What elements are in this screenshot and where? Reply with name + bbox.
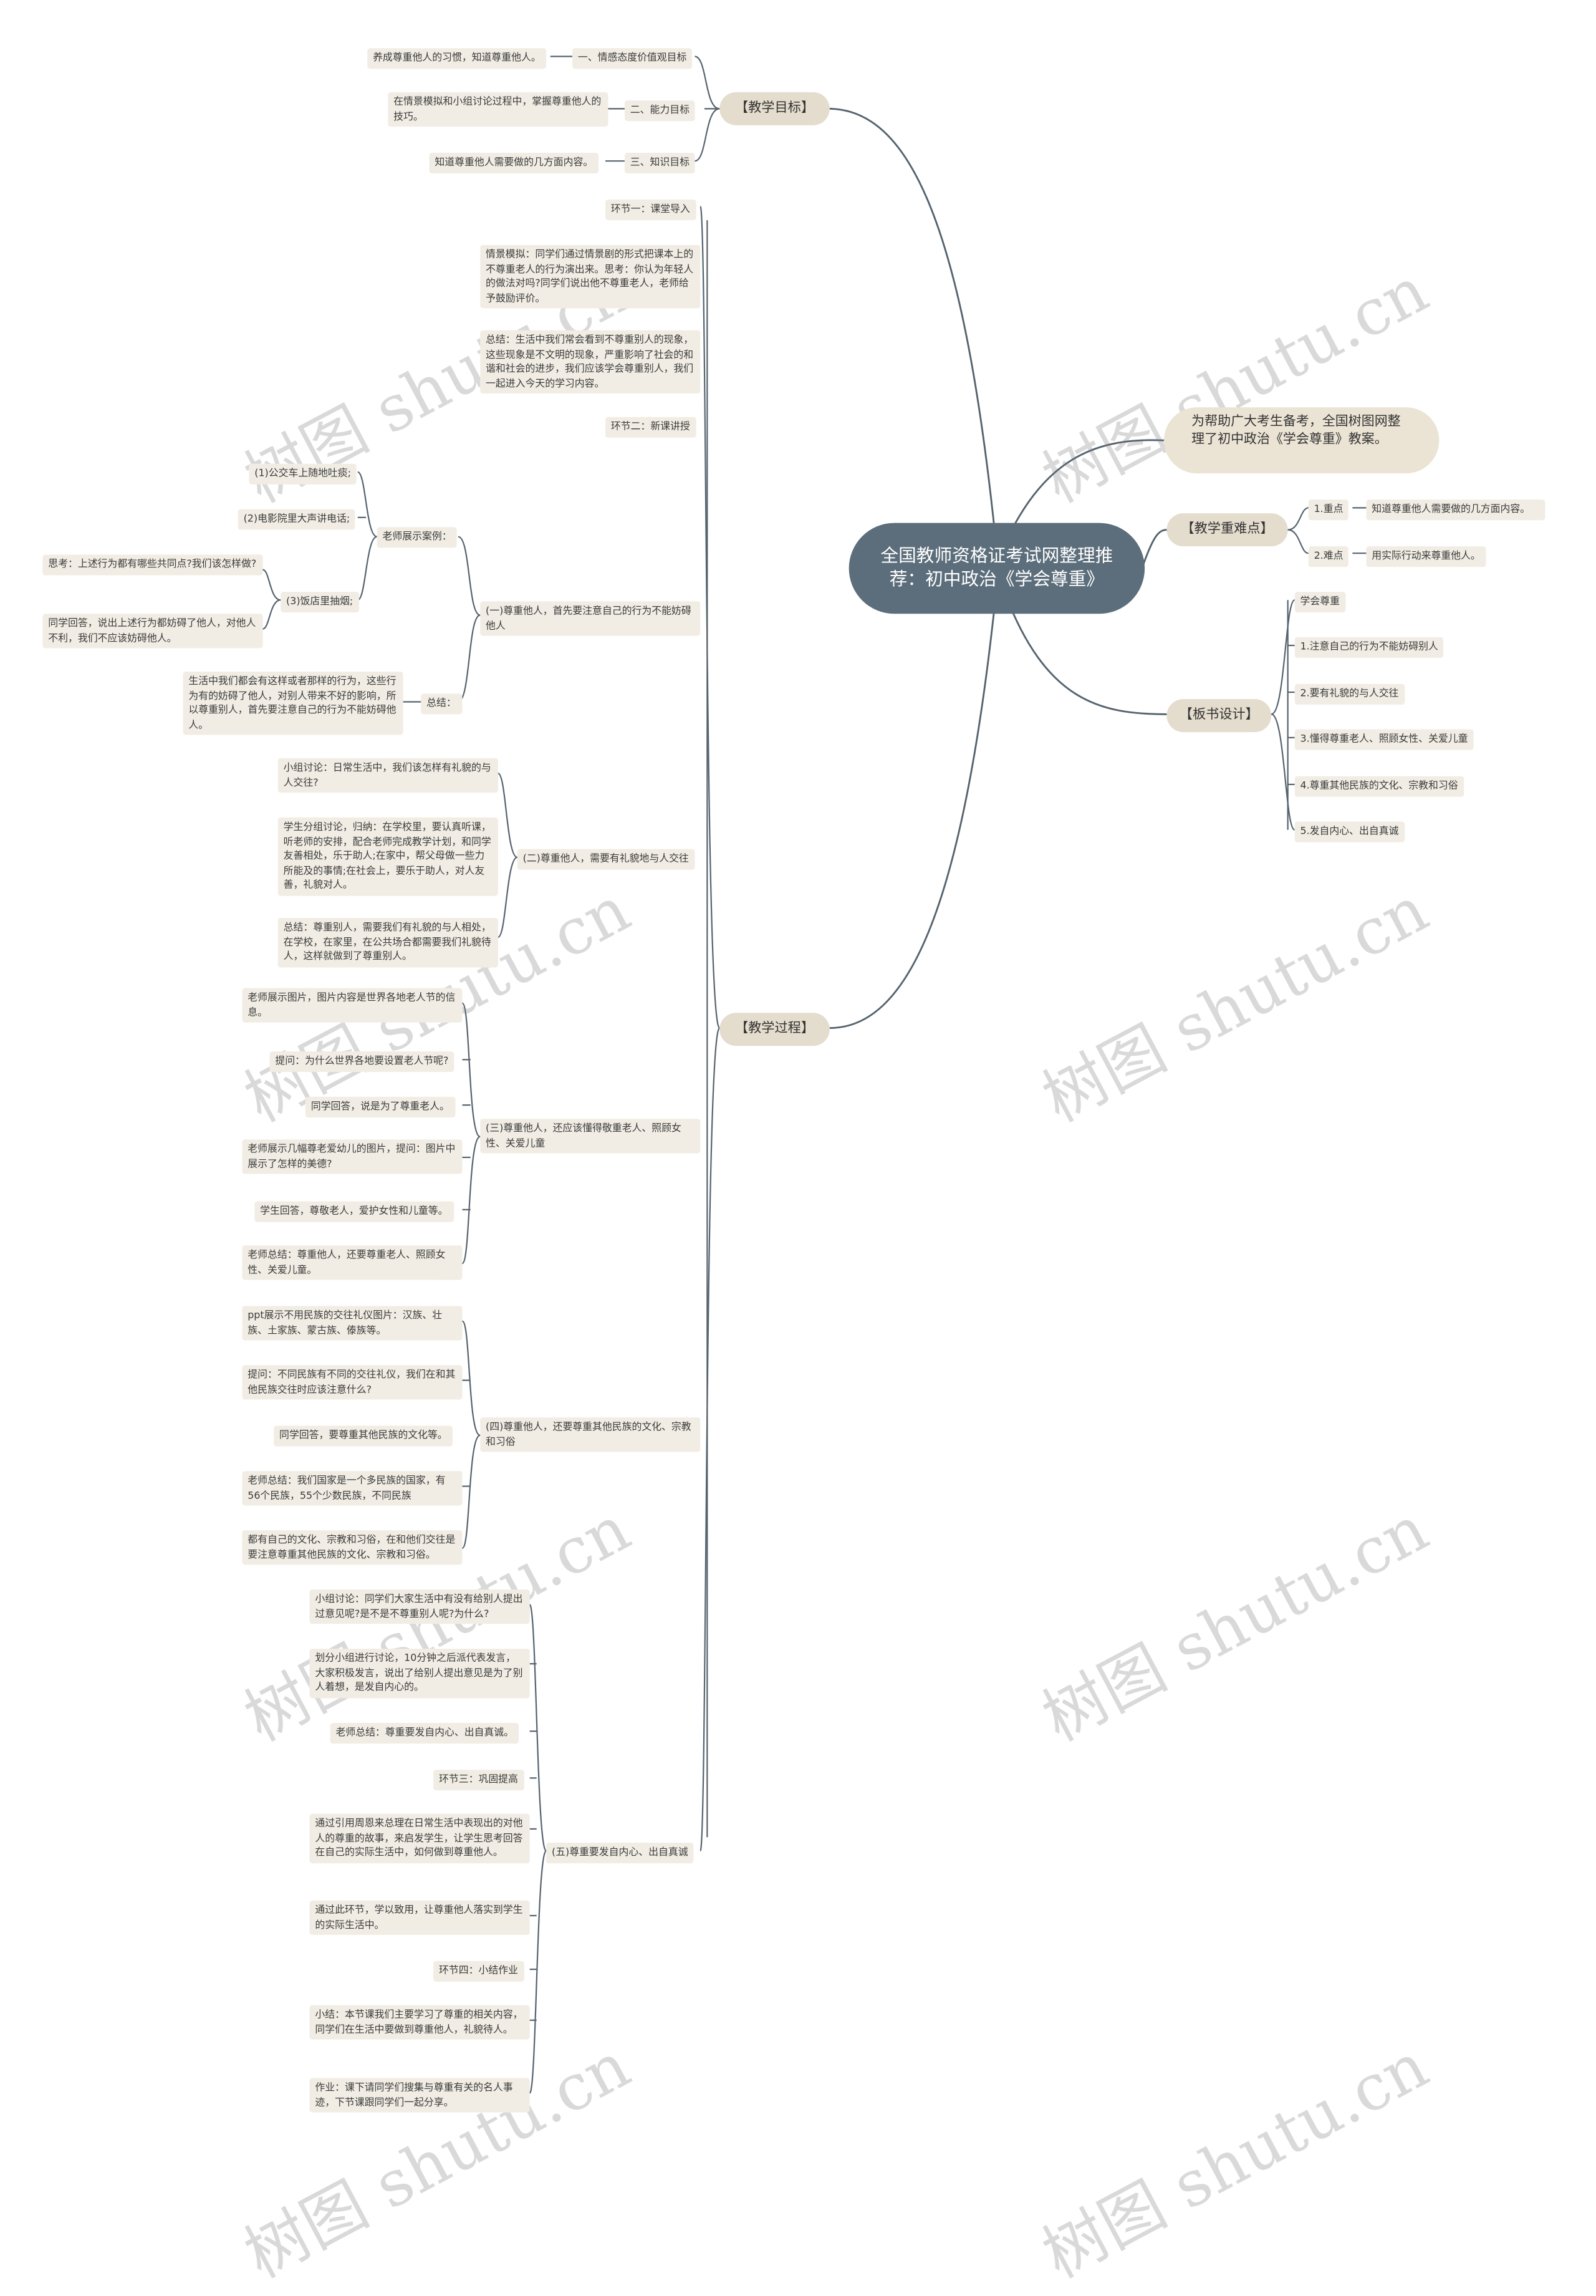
branch-keypoints[interactable]: 【教学重难点】 [1166,513,1288,547]
intro-node[interactable]: 为帮助广大考生备考，全国树图网整理了初中政治《学会尊重》教案。 [1164,407,1440,474]
connector [529,1604,547,1852]
connector [458,614,481,703]
sec5-item[interactable]: 作业：课下请同学们搜集与尊重有关的名人事迹，下节课跟同学们一起分享。 [309,2078,530,2113]
sec5-item[interactable]: 划分小组进行讨论，10分钟之后派代表发言，大家积极发言，说出了给别人提出意见是为… [309,1648,530,1698]
connector [1287,529,1309,554]
section-1[interactable]: (一)尊重他人，首先要注意自己的行为不能妨碍他人 [480,601,701,636]
root-node[interactable]: 全国教师资格证考试网整理推荐：初中政治《学会尊重》 [848,523,1145,614]
step-4[interactable]: 环节四：小结作业 [433,1961,524,1981]
keypoint-label-1[interactable]: 1.重点 [1308,499,1349,520]
sec3-item[interactable]: 老师展示图片，图片内容是世界各地老人节的信息。 [242,988,463,1023]
keypoint-label-2[interactable]: 2.难点 [1308,546,1349,567]
goal-text-2[interactable]: 在情景模拟和小组讨论过程中，掌握尊重他人的技巧。 [388,92,608,127]
connector [829,591,998,1029]
connector [1271,713,1296,831]
sec5-item[interactable]: 小组讨论：同学们大家生活中有没有给别人提出过意见呢?是不是不尊重别人呢?为什么? [309,1589,530,1624]
board-item[interactable]: 1.注意自己的行为不能妨碍别人 [1294,637,1444,657]
keypoint-text-2[interactable]: 用实际行动来尊重他人。 [1366,546,1486,567]
root-title: 全国教师资格证考试网整理推荐：初中政治《学会尊重》 [880,546,1113,591]
branch-board[interactable]: 【板书设计】 [1166,699,1272,733]
case-answer[interactable]: 同学回答，说出上述行为都妨碍了他人，对他人不利，我们不应该妨碍他人。 [42,614,263,649]
sec3-item[interactable]: 提问：为什么世界各地要设置老人节呢? [269,1051,454,1072]
connector [1287,507,1309,531]
case-think[interactable]: 思考：上述行为都有哪些共同点?我们该怎样做? [42,554,263,575]
connector [699,1027,721,1852]
connector [357,471,378,538]
connector [262,599,281,630]
connector [461,1002,481,1138]
goal-text-1[interactable]: 养成尊重他人的习惯，知道尊重他人。 [367,48,547,69]
case-item[interactable]: (2)电影院里大声讲电话; [238,509,356,529]
sec5-item[interactable]: 通过此环节，学以致用，让尊重他人落实到学生的实际生活中。 [309,1900,530,1935]
connector-lines [262,55,1367,2094]
sec2-item[interactable]: 总结：尊重别人，需要我们有礼貌的与人相处，在学校，在家里，在公共场合都需要我们礼… [277,918,498,967]
goal-label-3[interactable]: 三、知识目标 [624,152,695,173]
sec5-item[interactable]: 小结：本节课我们主要学习了尊重的相关内容，同学们在生活中要做到尊重他人，礼貌待人… [309,2005,530,2040]
connector [695,55,720,110]
branch-goals[interactable]: 【教学目标】 [719,92,830,125]
connector [497,773,518,859]
connector [1003,439,1165,546]
mindmap-canvas: 树图 shutu.cn 树图 shutu.cn 树图 shutu.cn 树图 s… [42,48,1546,2292]
board-item[interactable]: 5.发自内心、出自真诚 [1294,821,1405,842]
connector [497,856,518,938]
sec5-item[interactable]: 通过引用周恩来总理在日常生活中表现出的对他人的尊重的故事，来启发学生，让学生思考… [309,1813,530,1863]
connector [829,107,998,546]
summary-label[interactable]: 总结： [421,693,462,714]
branch-process[interactable]: 【教学过程】 [719,1013,830,1046]
board-item[interactable]: 3.懂得尊重老人、照顾女性、关爱儿童 [1294,729,1474,750]
section-3[interactable]: (三)尊重他人，还应该懂得敬重老人、照顾女性、关爱儿童 [480,1119,701,1154]
connector [699,205,721,1029]
sec4-item[interactable]: ppt展示不用民族的交往礼仪图片：汉族、壮族、土家族、蒙古族、傣族等。 [242,1306,463,1341]
sec4-item[interactable]: 提问：不同民族有不同的交往礼仪，我们在和其他民族交往时应该注意什么? [242,1365,463,1400]
keypoint-text-1[interactable]: 知道尊重他人需要做的几方面内容。 [1366,499,1546,520]
goal-label-1[interactable]: 一、情感态度价值观目标 [572,48,693,69]
sec3-item[interactable]: 同学回答，说是为了尊重老人。 [305,1096,455,1117]
step-1[interactable]: 环节一：课堂导入 [605,200,696,220]
sec4-item[interactable]: 同学回答，要尊重其他民族的文化等。 [274,1425,453,1446]
step1-scene[interactable]: 情景模拟：同学们通过情景剧的形式把课本上的不尊重老人的行为演出来。思考：你认为年… [480,244,701,309]
connector [529,1850,547,2094]
connector [1271,599,1296,715]
sec3-item[interactable]: 老师展示几幅尊老爱幼儿的图片，提问：图片中展示了怎样的美德? [242,1139,463,1174]
goal-label-2[interactable]: 二、能力目标 [624,100,695,121]
connector [461,1434,481,1549]
connector [461,1136,481,1265]
step-2[interactable]: 环节二：新课讲授 [605,417,696,437]
connector [357,536,378,601]
step1-summary[interactable]: 总结：生活中我们常会看到不尊重别人的现象，这些现象是不文明的现象，严重影响了社会… [480,330,701,394]
step-3[interactable]: 环节三：巩固提高 [433,1770,524,1790]
section-2[interactable]: (二)尊重他人，需要有礼貌地与人交往 [517,849,695,869]
connector [262,569,281,601]
sec4-item[interactable]: 都有自己的文化、宗教和习俗，在和他们交往是要注意尊重其他民族的文化、宗教和习俗。 [242,1530,463,1565]
goal-text-3[interactable]: 知道尊重他人需要做的几方面内容。 [429,152,599,173]
board-item[interactable]: 4.尊重其他民族的文化、宗教和习俗 [1294,776,1464,796]
sec1-summary[interactable]: 生活中我们都会有这样或者那样的行为，这些行为有的妨碍了他人，对别人带来不好的影响… [183,671,403,735]
board-item[interactable]: 2.要有礼貌的与人交往 [1294,683,1405,704]
connector [695,108,720,162]
connector [461,1320,481,1436]
sec3-item[interactable]: 学生回答，尊敬老人，爱护女性和儿童等。 [254,1201,454,1222]
cases-label[interactable]: 老师展示案例： [377,527,458,547]
case-item[interactable]: (3)饭店里抽烟; [281,591,359,612]
board-item[interactable]: 学会尊重 [1294,591,1345,612]
connector [458,536,481,616]
connector [1003,591,1167,715]
sec4-item[interactable]: 老师总结：我们国家是一个多民族的国家，有56个民族，55个少数民族，不同民族 [242,1471,463,1506]
sec2-item[interactable]: 学生分组讨论，归纳：在学校里，要认真听课，听老师的安排，配合老师完成教学计划，和… [277,817,498,895]
section-4[interactable]: (四)尊重他人，还要尊重其他民族的文化、宗教和习俗 [480,1417,701,1452]
connector [1141,529,1167,569]
case-item[interactable]: (1)公交车上随地吐痰; [249,463,357,484]
section-5[interactable]: (五)尊重要发自内心、出自真诚 [546,1843,694,1863]
sec3-item[interactable]: 老师总结：尊重他人，还要尊重老人、照顾女性、关爱儿童。 [242,1245,463,1280]
sec2-item[interactable]: 小组讨论：日常生活中，我们该怎样有礼貌的与人交往? [277,758,498,793]
sec5-item[interactable]: 老师总结：尊重要发自内心、出自真诚。 [330,1723,519,1744]
